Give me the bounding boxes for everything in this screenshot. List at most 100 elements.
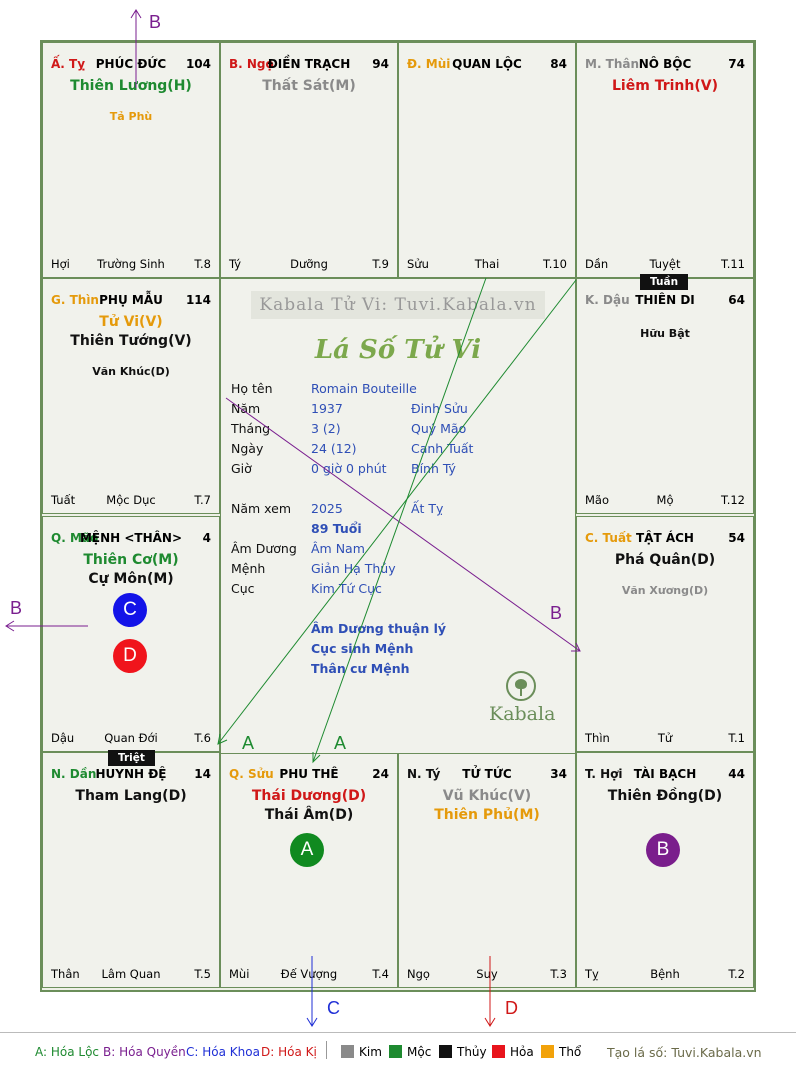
legend-thuy: Thủy xyxy=(439,1045,487,1059)
arrow-label-b-left: B xyxy=(10,598,23,618)
major-star: Liêm Trinh(V) xyxy=(612,78,718,94)
age-value: 89 Tuổi xyxy=(311,521,362,536)
center-info-panel: Kabala Tử Vi: Tuvi.Kabala.vn Lá Số Tử Vi… xyxy=(220,278,576,754)
palace-branch: M. Thân xyxy=(585,57,640,71)
palace-branch-foot: Ngọ xyxy=(407,967,430,981)
minor-star: Văn Khúc(D) xyxy=(92,365,170,378)
major-star: Tử Vi(V) xyxy=(99,314,163,330)
major-star: Thất Sát(M) xyxy=(262,78,356,94)
info-value: 3 (2) xyxy=(311,421,341,436)
major-star: Thiên Lương(H) xyxy=(70,78,192,94)
palace-month: T.2 xyxy=(728,967,745,981)
major-star: Tham Lang(D) xyxy=(75,788,187,804)
palace-number: 14 xyxy=(194,767,211,781)
palace-name: QUAN LỘC xyxy=(452,57,522,71)
palace-branch: B. Ngọ xyxy=(229,57,274,71)
palace-name: MỆNH <THÂN> xyxy=(79,531,183,545)
info-value: 1937 xyxy=(311,401,343,416)
legend-d: D: Hóa Kị xyxy=(261,1045,317,1059)
palace-number: 104 xyxy=(185,57,211,71)
moc-swatch xyxy=(389,1045,402,1058)
palace-number: 54 xyxy=(728,531,745,545)
palace-month: T.3 xyxy=(550,967,567,981)
chart-title: Lá Số Tử Vi xyxy=(314,335,482,365)
logo-text: Kabala xyxy=(489,703,556,725)
palace-branch-foot: Dần xyxy=(585,257,609,271)
palace-stage: Dưỡng xyxy=(290,257,328,271)
info-key: Giờ xyxy=(231,461,252,476)
palace-branch: G. Thìn xyxy=(51,293,99,307)
palace-stage: Quan Đới xyxy=(104,731,158,745)
site-banner: Kabala Tử Vi: Tuvi.Kabala.vn xyxy=(251,291,545,319)
kim-swatch xyxy=(341,1045,354,1058)
thuy-swatch xyxy=(439,1045,452,1058)
arrow-a-1 xyxy=(312,277,487,763)
hoa-swatch xyxy=(492,1045,505,1058)
palace-name: NÔ BỘC xyxy=(638,57,692,71)
triet-marker: Triệt xyxy=(108,750,155,766)
info-key: Năm xem xyxy=(231,501,292,516)
palace-name: PHU THÊ xyxy=(279,767,339,781)
palace-stage: Đế Vượng xyxy=(280,967,338,981)
palace-month: T.10 xyxy=(543,257,567,271)
major-star: Phá Quân(D) xyxy=(614,552,716,568)
palace-stage: Thai xyxy=(474,257,500,271)
palace-branch-foot: Dậu xyxy=(51,731,75,745)
info-key: Năm xyxy=(231,401,261,416)
legend-hoa: Hỏa xyxy=(492,1045,534,1059)
legend-b: B: Hóa Quyền xyxy=(103,1045,186,1059)
palace-stage: Mộc Dục xyxy=(106,493,156,507)
legend-tho: Thổ xyxy=(541,1045,581,1059)
palace-stage: Tử xyxy=(657,731,673,745)
info-key: Ngày xyxy=(231,441,264,456)
hoa-khoa-circle: C xyxy=(113,593,147,627)
tuan-marker: Tuần xyxy=(640,274,689,290)
info-value-2: Quý Mão xyxy=(411,421,467,436)
palace-month: T.11 xyxy=(721,257,745,271)
palace-name: PHỤ MẪU xyxy=(99,293,163,307)
hoa-ki-circle: D xyxy=(113,639,147,673)
arrow-d-bottom-head xyxy=(484,1017,496,1027)
palace-number: 74 xyxy=(728,57,745,71)
major-star: Thái Âm(D) xyxy=(264,807,354,823)
major-star: Vũ Khúc(V) xyxy=(442,788,532,804)
arrow-label-b-top: B xyxy=(149,12,162,32)
palace-branch: Q. Sửu xyxy=(229,767,274,781)
chart-note: Âm Dương thuận lý xyxy=(311,621,447,636)
palace-branch-foot: Tý xyxy=(229,257,242,271)
arrow-a-1-head xyxy=(312,752,321,764)
palace-month: T.8 xyxy=(194,257,211,271)
tho-swatch xyxy=(541,1045,554,1058)
arrow-b-diagonal xyxy=(225,397,581,652)
palace-name: ĐIỀN TRẠCH xyxy=(267,57,351,71)
palace-stage: Mộ xyxy=(656,493,674,507)
info-value: 24 (12) xyxy=(311,441,357,456)
legend-a: A: Hóa Lộc xyxy=(35,1045,100,1059)
hoa-loc-circle: A xyxy=(290,833,324,867)
palace-branch-foot: Tỵ xyxy=(585,967,599,981)
palace-branch: Ấ. Tỵ xyxy=(51,57,86,71)
palace-number: 4 xyxy=(202,531,211,545)
palace-number: 44 xyxy=(728,767,745,781)
palace-number: 24 xyxy=(372,767,389,781)
palace-branch-foot: Thìn xyxy=(585,731,610,745)
tree-icon xyxy=(506,671,536,701)
legend-site[interactable]: Tạo lá số: Tuvi.Kabala.vn xyxy=(607,1045,762,1060)
major-star: Cự Môn(M) xyxy=(88,571,174,587)
palace-month: T.9 xyxy=(372,257,389,271)
palace-stage: Tuyệt xyxy=(649,257,681,271)
palace-number: 34 xyxy=(550,767,567,781)
palace-stage: Lâm Quan xyxy=(101,967,161,981)
palace-branch: K. Dậu xyxy=(585,293,630,307)
info-value: Kim Tứ Cục xyxy=(311,581,382,596)
legend-moc: Mộc xyxy=(389,1045,431,1059)
